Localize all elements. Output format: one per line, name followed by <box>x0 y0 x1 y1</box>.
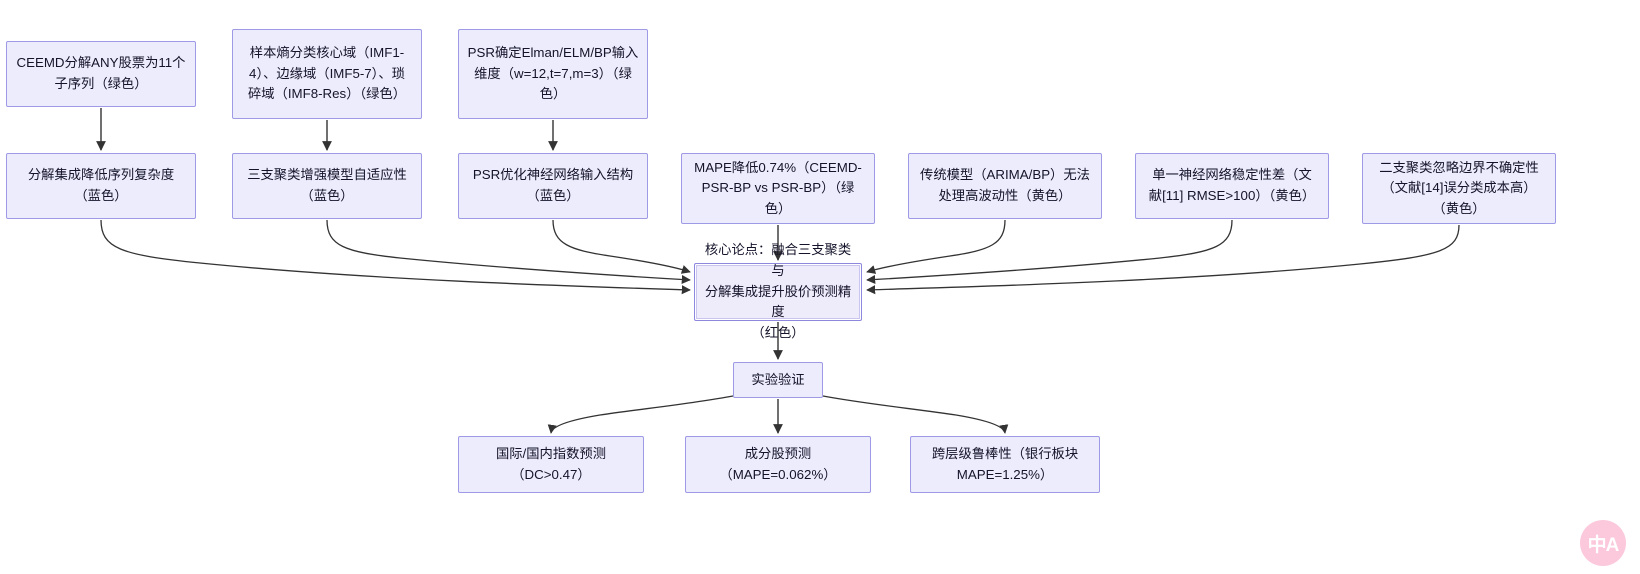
node-three-way-clustering-adaptivity[interactable]: 三支聚类增强模型自适应性 （蓝色） <box>232 153 422 219</box>
node-label: MAPE降低0.74%（CEEMD- PSR-BP vs PSR-BP）（绿 色… <box>694 159 862 216</box>
node-two-way-clustering-gap[interactable]: 二支聚类忽略边界不确定性 （文献[14]误分类成本高） （黄色） <box>1362 153 1556 224</box>
node-ceemd-decomposition[interactable]: CEEMD分解ANY股票为11个 子序列（绿色） <box>6 41 196 107</box>
node-label: 国际/国内指数预测 （DC>0.47） <box>495 445 607 482</box>
node-sample-entropy-classification[interactable]: 样本熵分类核心域（IMF1- 4）、边缘域（IMF5-7）、琐 碎域（IMF8-… <box>232 29 422 119</box>
translate-badge-button[interactable]: 中A <box>1580 520 1626 566</box>
node-label: 传统模型（ARIMA/BP）无法 处理高波动性（黄色） <box>920 167 1090 203</box>
node-outcome-index-prediction[interactable]: 国际/国内指数预测 （DC>0.47） <box>458 436 644 493</box>
node-label: 三支聚类增强模型自适应性 （蓝色） <box>247 167 407 203</box>
node-outcome-cross-level-robustness[interactable]: 跨层级鲁棒性（银行板块 MAPE=1.25%） <box>910 436 1100 493</box>
node-label: 核心论点：融合三支聚类与 分解集成提升股价预测精度 （红色） <box>704 242 852 340</box>
edge-group-right-converge <box>866 219 1460 295</box>
node-label: PSR优化神经网络输入结构 （蓝色） <box>472 167 634 203</box>
node-psr-input-dimension[interactable]: PSR确定Elman/ELM/BP输入 维度（w=12,t=7,m=3）（绿 色… <box>458 29 648 119</box>
edge-e1-core <box>100 219 691 295</box>
node-label: 单一神经网络稳定性差（文 献[11] RMSE>100）（黄色） <box>1148 167 1316 203</box>
node-psr-optimizes-network-input[interactable]: PSR优化神经网络输入结构 （蓝色） <box>458 153 648 219</box>
edge-group-left-converge <box>100 219 691 295</box>
edge-exp-o1 <box>547 395 734 434</box>
node-decomposition-reduces-complexity[interactable]: 分解集成降低序列复杂度 （蓝色） <box>6 153 196 219</box>
node-mape-reduction-result[interactable]: MAPE降低0.74%（CEEMD- PSR-BP vs PSR-BP）（绿 色… <box>681 153 875 224</box>
node-label: PSR确定Elman/ELM/BP输入 维度（w=12,t=7,m=3）（绿 色… <box>467 45 639 102</box>
node-label: 样本熵分类核心域（IMF1- 4）、边缘域（IMF5-7）、琐 碎域（IMF8-… <box>247 45 407 102</box>
node-label: 二支聚类忽略边界不确定性 （文献[14]误分类成本高） （黄色） <box>1379 159 1539 216</box>
edge-exp-o3 <box>822 395 1009 434</box>
node-label: CEEMD分解ANY股票为11个 子序列（绿色） <box>16 55 186 91</box>
edge-g3-core <box>866 224 1460 295</box>
node-label: 成分股预测 （MAPE=0.062%） <box>719 445 837 482</box>
node-label: 分解集成降低序列复杂度 （蓝色） <box>27 167 175 203</box>
node-outcome-constituent-stock-prediction[interactable]: 成分股预测 （MAPE=0.062%） <box>685 436 871 493</box>
node-label: 跨层级鲁棒性（银行板块 MAPE=1.25%） <box>931 445 1079 482</box>
edge-e2-core <box>326 219 691 285</box>
node-label: 实验验证 <box>751 371 805 387</box>
edge-group-vertical <box>96 108 783 434</box>
edge-g2-core <box>866 219 1233 285</box>
translate-badge-label: 中A <box>1587 534 1620 556</box>
node-core-thesis[interactable]: 核心论点：融合三支聚类与 分解集成提升股价预测精度 （红色） <box>694 242 862 340</box>
node-single-network-stability-gap[interactable]: 单一神经网络稳定性差（文 献[11] RMSE>100）（黄色） <box>1135 153 1329 219</box>
node-traditional-model-gap[interactable]: 传统模型（ARIMA/BP）无法 处理高波动性（黄色） <box>908 153 1102 219</box>
edge-e3-core <box>552 219 691 274</box>
edge-g1-core <box>866 219 1006 274</box>
edge-group-outcomes <box>547 395 1009 434</box>
node-experimental-validation[interactable]: 实验验证 <box>733 362 823 398</box>
